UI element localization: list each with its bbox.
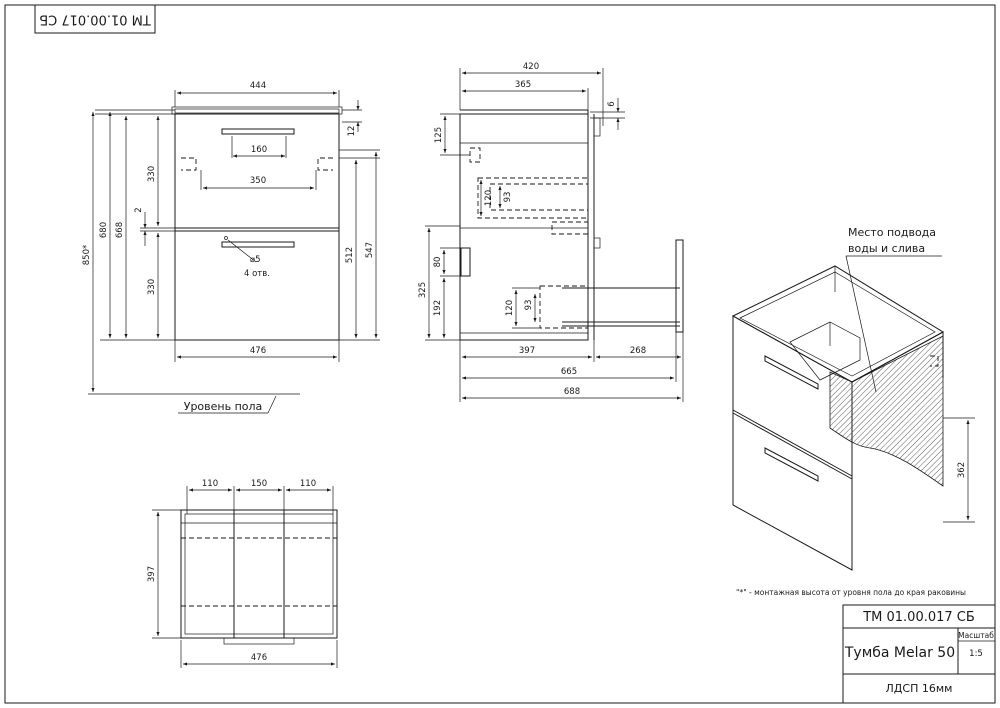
- dim-668: 668: [115, 222, 125, 238]
- dim-420: 420: [523, 62, 539, 72]
- dim-125: 125: [434, 127, 444, 143]
- dim-688: 688: [564, 387, 580, 397]
- dim-12: 12: [347, 126, 357, 137]
- top-view: 110 150 110 397 476: [147, 479, 338, 668]
- top-drawer-handle: [221, 128, 295, 135]
- dim-397-top: 397: [147, 566, 157, 582]
- callout-line2: воды и слива: [848, 242, 925, 255]
- dim-120-lower: 120: [505, 300, 515, 316]
- title-block: ТМ 01.00.017 СБ Тумба Melar 50 Масштаб 1…: [842, 604, 996, 704]
- dim-325: 325: [418, 282, 428, 298]
- dim-6: 6: [607, 101, 617, 106]
- dim-93-lower: 93: [524, 300, 534, 311]
- dim-120-upper: 120: [484, 190, 494, 206]
- bottom-drawer-handle: [221, 241, 295, 248]
- front-view: 444 160 350 476 12 512 547: [82, 81, 380, 414]
- floor-level-label: Уровень пола: [184, 400, 263, 413]
- rotated-code-box: ТМ 01.00.017 СБ: [34, 4, 156, 34]
- sheet-border: [4, 4, 996, 704]
- holes-count-label: 4 отв.: [244, 269, 270, 279]
- dim-547: 547: [365, 242, 375, 258]
- hole-diameter-label: ⌀5: [250, 255, 261, 265]
- dim-512: 512: [345, 247, 355, 263]
- dim-476-top: 476: [251, 653, 267, 663]
- front-body: [174, 113, 340, 341]
- dim-330-bottom: 330: [147, 279, 157, 295]
- dim-365: 365: [515, 80, 531, 90]
- isometric-view: 362 Место подвода воды и слива: [731, 226, 975, 571]
- title-doc-code: ТМ 01.00.017 СБ: [862, 610, 975, 625]
- callout-line1: Место подвода: [848, 226, 936, 239]
- dim-110-left: 110: [202, 479, 218, 489]
- dim-665: 665: [561, 367, 577, 377]
- dim-362: 362: [957, 462, 967, 478]
- title-scale-value: 1:5: [969, 649, 983, 659]
- dim-350: 350: [250, 176, 266, 186]
- mounting-height-note: "*" - монтажная высота от уровня пола до…: [736, 588, 966, 597]
- title-material: ЛДСП 16мм: [886, 682, 953, 695]
- side-view: 420 365 6 125 120 93 80 325 192: [418, 62, 684, 402]
- dim-330-top: 330: [147, 166, 157, 182]
- dim-2: 2: [134, 207, 144, 212]
- dim-93-upper: 93: [503, 192, 513, 203]
- dim-444: 444: [250, 81, 266, 91]
- dim-80: 80: [433, 257, 443, 268]
- dim-110-right: 110: [300, 479, 316, 489]
- dim-268: 268: [630, 346, 646, 356]
- title-product-name: Тумба Melar 50: [844, 645, 955, 661]
- dim-680: 680: [99, 222, 109, 238]
- dim-397-side: 397: [519, 346, 535, 356]
- title-scale-label: Масштаб: [958, 631, 994, 640]
- dim-160: 160: [251, 145, 267, 155]
- dim-150: 150: [251, 479, 267, 489]
- dim-476-front: 476: [250, 346, 266, 356]
- rotated-doc-code: ТМ 01.00.017 СБ: [39, 12, 152, 27]
- dim-192: 192: [433, 300, 443, 316]
- dim-850: 850*: [82, 245, 92, 265]
